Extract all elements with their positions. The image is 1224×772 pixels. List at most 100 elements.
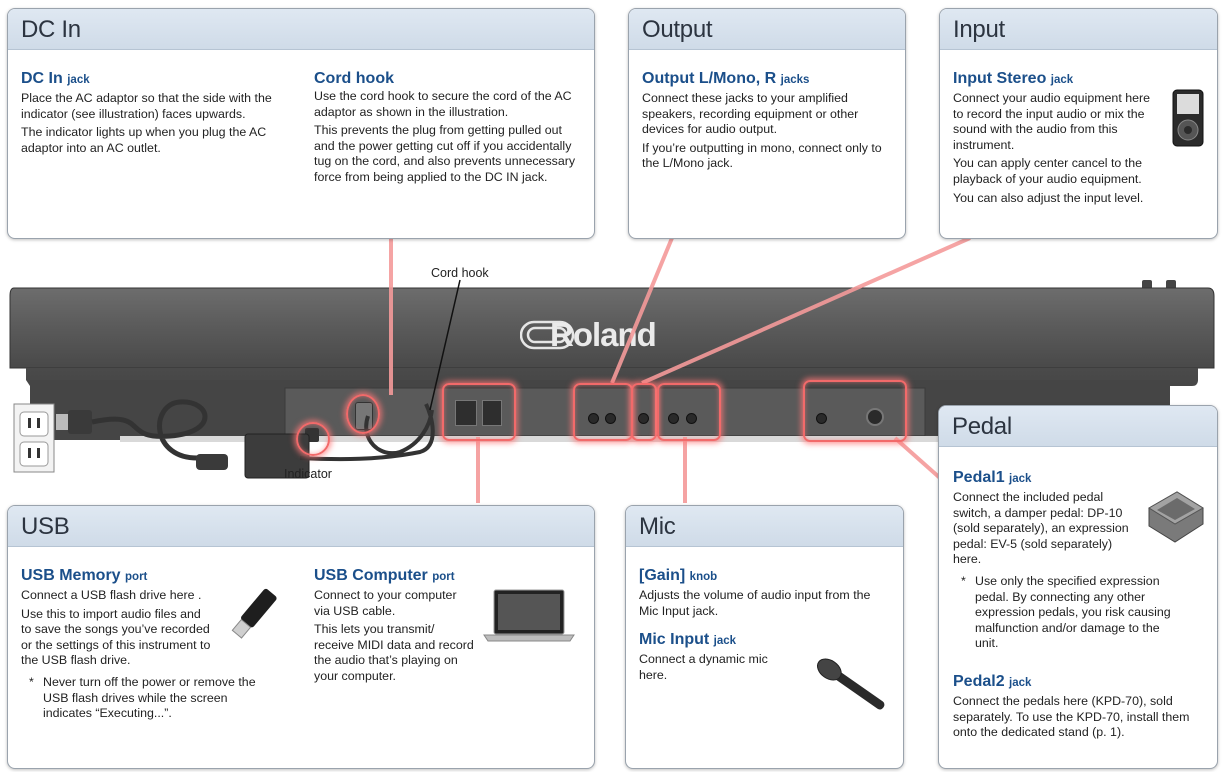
usb-computer-title: USB Computer port: [314, 566, 514, 587]
wall-outlet-icon: [13, 403, 55, 473]
dc-in-jack-text-2: The indicator lights up when you plug th…: [21, 125, 267, 155]
usb-header: USB: [8, 506, 594, 547]
pedal1-note-text: Use only the specified expression pedal.…: [975, 573, 1171, 651]
usb-panel: USB USB Memory port Connect a USB flash …: [7, 505, 595, 769]
dc-in-jack-text-1: Place the AC adaptor so that the side wi…: [21, 91, 272, 121]
pedal1-title: Pedal1 jack: [953, 468, 1207, 489]
output-jacks-title-text: Output L/Mono, R: [642, 70, 777, 87]
dc-in-highlight: [346, 394, 380, 434]
cord-hook-text-1: Use the cord hook to secure the cord of …: [314, 89, 572, 119]
pedal2-suffix: jack: [1009, 677, 1032, 689]
input-text-2: You can apply center cancel to the playb…: [953, 156, 1142, 186]
output-panel: Output Output L/Mono, R jacks Connect th…: [628, 8, 906, 239]
mic-header: Mic: [626, 506, 903, 547]
gain-title: [Gain] knob: [639, 566, 891, 587]
gain-title-text: [Gain]: [639, 567, 686, 584]
gain-suffix: knob: [689, 571, 718, 583]
output-text-2: If you’re outputting in mono, connect on…: [642, 140, 882, 171]
cord-hook-title: Cord hook: [314, 70, 394, 87]
ac-adaptor-icon: [244, 433, 310, 479]
usb-computer-section: USB Computer port Connect to your comput…: [314, 566, 514, 688]
usb-computer-port: [482, 400, 502, 426]
mic-input-suffix: jack: [713, 635, 737, 647]
usb-memory-text-2: Use this to import audio files and to sa…: [21, 606, 211, 668]
dc-in-panel: DC In DC In jack Place the AC adaptor so…: [7, 8, 595, 239]
input-jack-highlight: [631, 383, 657, 441]
cord-hook-text-2: This prevents the plug from getting pull…: [314, 123, 576, 184]
input-text-3: You can also adjust the input level.: [953, 190, 1144, 205]
output-jacks-section: Output L/Mono, R jacks Connect these jac…: [642, 69, 894, 175]
roland-logo-mark: [519, 320, 575, 350]
usb-ports-highlight: [442, 383, 516, 441]
pedal-header: Pedal: [939, 406, 1217, 447]
usb-computer-text-2: This lets you transmit/ receive MIDI dat…: [314, 622, 474, 683]
dc-in-jack-section: DC In jack Place the AC adaptor so that …: [21, 69, 293, 159]
pedal1-suffix: jack: [1009, 473, 1032, 485]
indicator-highlight: [296, 422, 330, 456]
mic-input-title: Mic Input jack: [639, 630, 789, 651]
usb-memory-note-text: Never turn off the power or remove the U…: [43, 674, 256, 721]
output-text-1: Connect these jacks to your amplified sp…: [642, 91, 859, 137]
pedal1-jack: [816, 413, 827, 424]
usb-memory-port: [455, 400, 477, 426]
gain-text: Adjusts the volume of audio input from t…: [639, 588, 871, 618]
usb-memory-section: USB Memory port Connect a USB flash driv…: [21, 566, 271, 722]
pedal2-title: Pedal2 jack: [953, 672, 1211, 693]
dc-in-jack-suffix: jack: [67, 74, 90, 86]
usb-memory-title-text: USB Memory: [21, 567, 121, 584]
usb-memory-note: * Never turn off the power or remove the…: [21, 675, 265, 722]
mic-input-text: Connect a dynamic mic here.: [639, 652, 768, 682]
pedal2-text: Connect the pedals here (KPD-70), sold s…: [953, 694, 1190, 740]
pedal2-connector: [866, 408, 884, 426]
pedal1-title-text: Pedal1: [953, 469, 1005, 486]
gain-section: [Gain] knob Adjusts the volume of audio …: [639, 566, 891, 622]
usb-memory-suffix: port: [125, 571, 148, 583]
microphone-icon: [817, 658, 885, 710]
output-jacks-suffix: jacks: [780, 74, 810, 86]
input-text-1: Connect your audio equipment here to rec…: [953, 91, 1151, 152]
usb-memory-note-star: *: [29, 674, 34, 689]
dc-in-header: DC In: [8, 9, 594, 50]
power-cable-illustration: [13, 399, 435, 479]
cord-hook-section: Cord hook Use the cord hook to secure th…: [314, 69, 576, 189]
input-stereo-section: Input Stereo jack Connect your audio equ…: [953, 69, 1159, 209]
output-header: Output: [629, 9, 905, 50]
output-jacks-highlight: [573, 383, 633, 441]
mic-jacks-highlight: [657, 383, 721, 441]
mic-panel: Mic [Gain] knob Adjusts the volume of au…: [625, 505, 904, 769]
usb-computer-title-text: USB Computer: [314, 567, 428, 584]
mic-input-section: Mic Input jack Connect a dynamic mic her…: [639, 630, 789, 686]
input-panel: Input Input Stereo jack Connect your aud…: [939, 8, 1218, 239]
pedal-switch-icon: [1148, 491, 1204, 543]
mic-input-title-text: Mic Input: [639, 631, 710, 648]
output-r-jack: [605, 413, 616, 424]
dc-in-jack-title: DC In jack: [21, 69, 293, 90]
gain-knob: [686, 413, 697, 424]
pedal1-note: * Use only the specified expression peda…: [953, 574, 1181, 652]
output-l-mono-jack: [588, 413, 599, 424]
input-header: Input: [940, 9, 1217, 50]
ipod-icon: [1172, 89, 1204, 147]
usb-computer-suffix: port: [432, 571, 455, 583]
usb-memory-title: USB Memory port: [21, 566, 271, 587]
usb-flash-drive-icon: [231, 588, 277, 639]
usb-computer-text-1: Connect to your computer via USB cable.: [314, 588, 457, 618]
input-stereo-title: Input Stereo jack: [953, 69, 1159, 90]
pedal-panel: Pedal Pedal1 jack Connect the included p…: [938, 405, 1218, 769]
pedal1-section: Pedal1 jack Connect the included pedal s…: [953, 468, 1207, 652]
cord-hook-caption: Cord hook: [431, 266, 489, 280]
pedal1-text: Connect the included pedal switch, a dam…: [953, 490, 1129, 567]
laptop-icon: [483, 589, 575, 642]
pedal-jacks-highlight: [803, 380, 907, 442]
pedal2-title-text: Pedal2: [953, 673, 1005, 690]
indicator-caption: Indicator: [284, 467, 332, 481]
input-stereo-suffix: jack: [1050, 74, 1074, 86]
input-stereo-title-text: Input Stereo: [953, 70, 1047, 87]
input-stereo-jack: [638, 413, 649, 424]
output-jacks-title: Output L/Mono, R jacks: [642, 69, 894, 90]
mic-input-jack: [668, 413, 679, 424]
pedal1-note-star: *: [961, 573, 966, 588]
dc-in-jack-title-text: DC In: [21, 70, 63, 87]
usb-memory-text-1: Connect a USB flash drive here .: [21, 588, 202, 602]
